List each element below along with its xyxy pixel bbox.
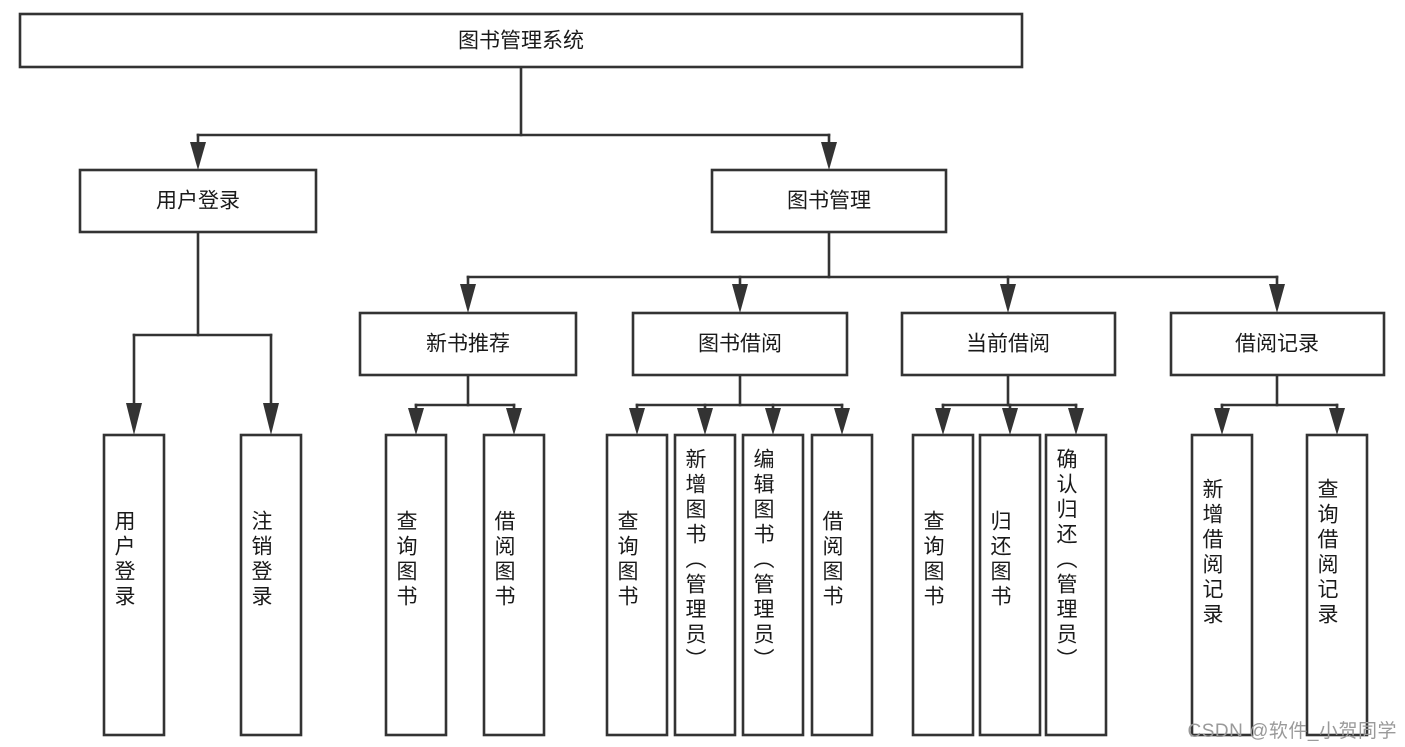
arrow-head-icon: [506, 408, 522, 435]
node-book-management-box[interactable]: [710, 168, 948, 234]
leaf-box-query-book-3[interactable]: [911, 433, 975, 737]
leaf-box-query-borrow-record[interactable]: [1305, 433, 1369, 737]
node-book-management-label: 图书管理: [787, 190, 871, 213]
arrow-head-icon: [1214, 408, 1230, 435]
arrow-head-icon: [834, 408, 850, 435]
node-book-management[interactable]: 图书管理: [710, 168, 948, 234]
arrow-head-icon: [460, 284, 476, 313]
arrow-head-icon: [1269, 284, 1285, 313]
node-user-login[interactable]: 用户登录: [78, 168, 318, 234]
connectors-currentborrow-to-leaves: [935, 373, 1084, 435]
arrow-head-icon: [1329, 408, 1345, 435]
connectors-borrowrecord-to-leaves: [1214, 373, 1345, 435]
node-borrow-record-box[interactable]: [1169, 311, 1386, 377]
csdn-watermark: CSDN @软件_小贺同学: [1187, 721, 1397, 742]
arrow-head-icon: [1000, 284, 1016, 313]
node-book-borrow-label: 图书借阅: [698, 333, 782, 356]
connectors-bookmgmt-to-level3: [460, 230, 1285, 313]
node-new-book-recommend-label: 新书推荐: [426, 333, 510, 356]
node-new-book-recommend-box[interactable]: [358, 311, 578, 377]
node-current-borrow-box[interactable]: [900, 311, 1117, 377]
node-new-book-recommend[interactable]: 新书推荐: [358, 311, 578, 377]
node-borrow-record-label: 借阅记录: [1235, 333, 1319, 356]
node-user-login-label: 用户登录: [156, 190, 240, 213]
arrow-head-icon: [408, 408, 424, 435]
connectors-newbook-to-leaves: [408, 373, 522, 435]
node-book-borrow-box[interactable]: [631, 311, 849, 377]
node-book-borrow[interactable]: 图书借阅: [631, 311, 849, 377]
leaf-box-user-login[interactable]: [102, 433, 166, 737]
arrow-head-icon: [765, 408, 781, 435]
arrow-head-icon: [697, 408, 713, 435]
arrow-head-icon: [935, 408, 951, 435]
node-current-borrow[interactable]: 当前借阅: [900, 311, 1117, 377]
arrow-head-icon: [1002, 408, 1018, 435]
node-borrow-record[interactable]: 借阅记录: [1169, 311, 1386, 377]
node-current-borrow-label: 当前借阅: [966, 333, 1050, 356]
leaf-box-return-book[interactable]: [978, 433, 1042, 737]
connectors-root-to-level2: [190, 65, 837, 170]
arrow-head-icon: [821, 142, 837, 170]
leaf-box-edit-book-admin[interactable]: [741, 433, 805, 737]
connectors-userlogin-to-leaves: [126, 230, 279, 435]
leaf-box-add-book-admin[interactable]: [673, 433, 737, 737]
node-user-login-box[interactable]: [78, 168, 318, 234]
arrow-head-icon: [126, 403, 142, 435]
leaf-box-confirm-return-admin[interactable]: [1044, 433, 1108, 737]
node-root-label: 图书管理系统: [458, 30, 584, 53]
leaf-box-borrow-book-2[interactable]: [810, 433, 874, 737]
arrow-head-icon: [629, 408, 645, 435]
arrow-head-icon: [1068, 408, 1084, 435]
arrow-head-icon: [732, 284, 748, 313]
arrow-head-icon: [190, 142, 206, 170]
leaf-box-query-book-1[interactable]: [384, 433, 448, 737]
leaf-box-add-borrow-record[interactable]: [1190, 433, 1254, 737]
arrow-head-icon: [263, 403, 279, 435]
node-root[interactable]: 图书管理系统: [18, 12, 1024, 69]
leaf-box-query-book-2[interactable]: [605, 433, 669, 737]
leaf-box-logout[interactable]: [239, 433, 303, 737]
node-root-box[interactable]: [18, 12, 1024, 69]
connectors-bookborrow-to-leaves: [629, 373, 850, 435]
leaf-box-borrow-book-1[interactable]: [482, 433, 546, 737]
